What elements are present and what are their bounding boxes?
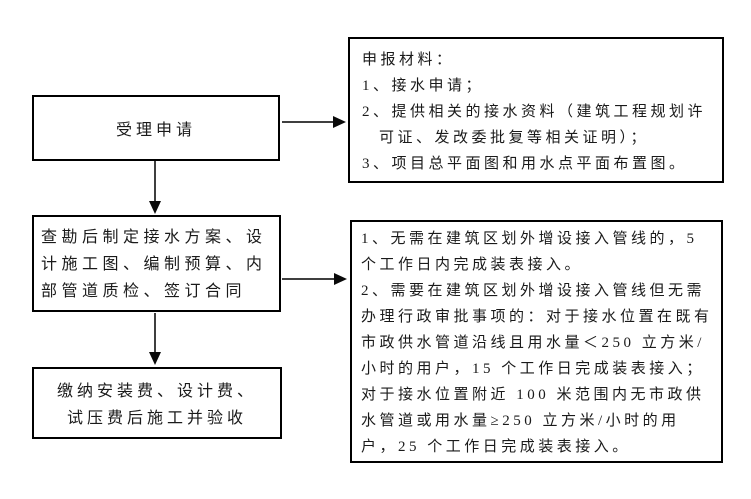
arrow-head-down-icon [149, 352, 161, 365]
arrow-line [154, 161, 156, 203]
arrow-line [154, 313, 156, 353]
arrow-survey-to-timeline-icon [282, 273, 347, 285]
payment-construction-box: 缴纳安装费、设计费、 试压费后施工并验收 [32, 367, 282, 439]
arrow-survey-to-payment-icon [149, 313, 161, 365]
payment-construction-line: 缴纳安装费、设计费、 [56, 383, 257, 400]
materials-title: 申报材料： [362, 52, 455, 68]
accept-application-box: 受理申请 [32, 95, 280, 161]
arrow-accept-to-materials-icon [282, 116, 346, 128]
application-materials-box: 申报材料： 1、接水申请； 2、提供相关的接水资料（建筑工程规划许可证、发改委批… [348, 37, 724, 183]
survey-plan-line: 查勘后制定接水方案、设 [41, 229, 267, 246]
connection-timeline-box: 1、无需在建筑区划外增设接入管线的，5 个工作日内完成装表接入。 2、需要在建筑… [350, 220, 723, 463]
timeline-item: 2、需要在建筑区划外增设接入管线但无需办理行政审批事项的：对于接水位置在既有市政… [361, 283, 713, 455]
accept-application-label: 受理申请 [115, 122, 196, 139]
timeline-item: 1、无需在建筑区划外增设接入管线的，5 个工作日内完成装表接入。 [361, 231, 698, 273]
materials-item: 1、接水申请； [362, 78, 485, 94]
payment-construction-line: 试压费后施工并验收 [66, 410, 247, 427]
materials-item: 2、提供相关的接水资料（建筑工程规划许可证、发改委批复等相关证明）； [362, 104, 707, 146]
arrow-line [282, 121, 335, 123]
arrow-accept-to-survey-icon [149, 161, 161, 214]
arrow-head-right-icon [334, 273, 347, 285]
materials-item: 3、项目总平面图和用水点平面布置图。 [362, 156, 688, 172]
survey-plan-box: 查勘后制定接水方案、设 计施工图、编制预算、内 部管道质检、签订合同 [32, 215, 281, 312]
survey-plan-line: 计施工图、编制预算、内 [41, 256, 267, 273]
arrow-head-right-icon [333, 116, 346, 128]
arrow-head-down-icon [149, 201, 161, 214]
survey-plan-line: 部管道质检、签订合同 [41, 283, 247, 300]
arrow-line [282, 278, 336, 280]
